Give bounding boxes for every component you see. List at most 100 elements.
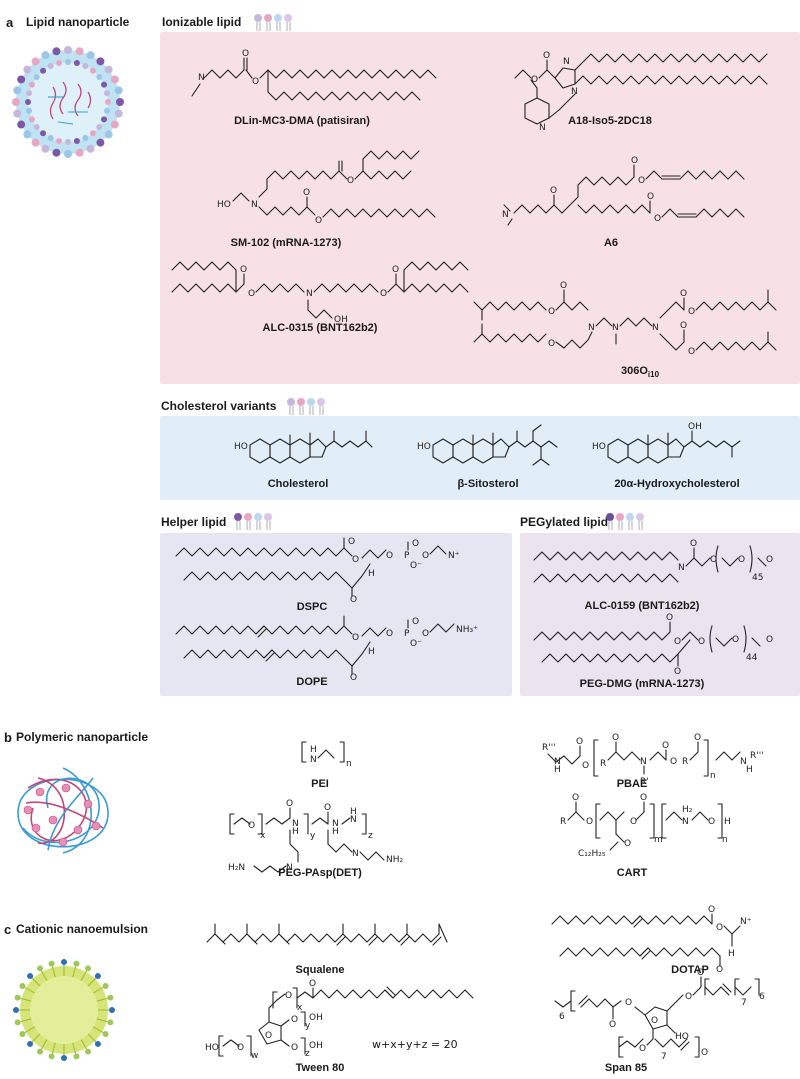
svg-text:O: O — [738, 555, 745, 565]
lipid-head — [96, 138, 105, 147]
svg-text:N: N — [286, 863, 293, 873]
panel-b-title: Polymeric nanoparticle — [16, 730, 149, 744]
surfactant-tail — [23, 986, 35, 994]
lipid-head — [17, 75, 26, 84]
label-alc-0159: ALC-0159 (BNT162b2) — [584, 600, 700, 612]
svg-text:R: R — [600, 759, 606, 769]
alc-0159-structure: N O O O O 45 — [533, 539, 773, 583]
svg-text:N: N — [539, 123, 546, 133]
svg-text:O: O — [386, 629, 393, 639]
svg-text:O: O — [309, 979, 316, 989]
svg-text:HO: HO — [675, 1032, 689, 1042]
lipid-head — [13, 86, 22, 95]
svg-text:O: O — [716, 923, 723, 933]
svg-text:O: O — [572, 793, 579, 803]
lipid-head-inner — [25, 99, 31, 105]
svg-text:N: N — [588, 323, 595, 333]
svg-text:O: O — [766, 555, 773, 565]
surfactant-head — [85, 965, 91, 972]
squalene-structure — [206, 923, 448, 946]
svg-text:O: O — [586, 817, 593, 827]
svg-text:O: O — [350, 673, 357, 683]
svg-text:O: O — [674, 637, 681, 647]
lipid-head-inner — [96, 123, 103, 130]
label-cart: CART — [616, 867, 648, 879]
svg-text:R': R' — [640, 777, 649, 787]
20a-hydroxycholesterol-structure: HO OH — [592, 422, 741, 464]
surfactant-tail — [31, 1033, 41, 1043]
label-a6: A6 — [603, 237, 619, 249]
svg-text:O: O — [352, 633, 359, 643]
svg-text:N: N — [554, 757, 561, 767]
svg-text:O: O — [638, 176, 645, 186]
svg-text:m: m — [654, 835, 663, 845]
lipid-head-inner — [89, 130, 96, 137]
surfactant-tail — [51, 1042, 56, 1055]
svg-text:O: O — [688, 347, 695, 357]
lipid-head-inner — [103, 107, 110, 114]
svg-text:O⁻: O⁻ — [410, 561, 422, 571]
a18-iso5-2dc18-structure: O O NN N — [514, 51, 768, 133]
svg-text:R''': R''' — [750, 751, 764, 761]
tween-80-note: w+x+y+z = 20 — [372, 1038, 458, 1051]
surfactant-head — [94, 973, 101, 980]
surfactant-head — [27, 973, 34, 980]
svg-text:O: O — [380, 289, 387, 299]
svg-text:O: O — [237, 1043, 244, 1053]
label-peg-pasp-det: PEG-PAsp(DET) — [278, 867, 362, 879]
svg-text:O: O — [412, 617, 419, 627]
helper-lipid-title: Helper lipid — [161, 515, 227, 529]
svg-text:H: H — [350, 807, 357, 817]
lipid-head-inner — [33, 74, 40, 81]
svg-text:O: O — [640, 793, 647, 803]
cholesterol-structure: HO — [234, 430, 373, 464]
svg-text:O: O — [708, 817, 715, 827]
cationic-nanoemulsion-illustration — [13, 959, 115, 1061]
svg-text:O: O — [352, 555, 359, 565]
svg-text:O: O — [315, 216, 322, 226]
lipid-head-inner — [40, 130, 47, 137]
span-85-structure: O O O 6 7 HO O O 6 O O7 — [554, 968, 765, 1062]
surfactant-tail — [19, 997, 32, 1002]
surfactant-tail — [31, 977, 41, 987]
svg-text:N: N — [678, 563, 685, 573]
svg-text:NH₃⁺: NH₃⁺ — [456, 625, 478, 635]
lipid-head — [104, 130, 113, 139]
lipid-head — [86, 144, 95, 153]
lipid-head-inner — [65, 59, 71, 65]
surfactant-head — [73, 960, 80, 967]
dotap-structure: O ON⁺ H O — [551, 905, 752, 975]
panel-a-title: Lipid nanoparticle — [26, 15, 130, 29]
svg-text:O: O — [697, 968, 704, 978]
surfactant-tail — [23, 1026, 35, 1034]
lipid-head-inner — [47, 62, 54, 69]
lipid-head-inner — [47, 135, 54, 142]
svg-text:O: O — [680, 321, 687, 331]
svg-text:O: O — [422, 551, 429, 561]
svg-text:x: x — [260, 831, 266, 841]
svg-text:N⁺: N⁺ — [448, 551, 460, 561]
pegylated-lipid-icon — [606, 513, 644, 530]
lipid-head-inner — [28, 116, 35, 123]
pegylated-lipid-title: PEGylated lipid — [520, 515, 609, 529]
svg-text:C₁₂H₂₅: C₁₂H₂₅ — [578, 849, 606, 859]
surfactant-tail — [72, 965, 77, 978]
lipid-head — [114, 109, 123, 118]
svg-text:O: O — [612, 733, 619, 743]
svg-text:N: N — [352, 849, 359, 859]
label-alc-0315: ALC-0315 (BNT162b2) — [262, 322, 378, 334]
label-beta-sitosterol: β-Sitosterol — [457, 478, 519, 490]
cholesterol-variants-title: Cholesterol variants — [161, 399, 277, 413]
surfactant-tail — [96, 997, 109, 1002]
surfactant-head — [61, 959, 67, 965]
svg-text:N: N — [571, 87, 578, 97]
svg-text:O: O — [651, 1016, 658, 1026]
lipid-head-inner — [26, 107, 33, 114]
svg-text:z: z — [368, 831, 373, 841]
surfactant-tail — [40, 1039, 48, 1051]
label-306oi10: 306Oi10 — [621, 365, 659, 379]
surfactant-head — [94, 1040, 101, 1047]
svg-text:OH: OH — [309, 1041, 323, 1051]
svg-text:O: O — [701, 1048, 708, 1058]
